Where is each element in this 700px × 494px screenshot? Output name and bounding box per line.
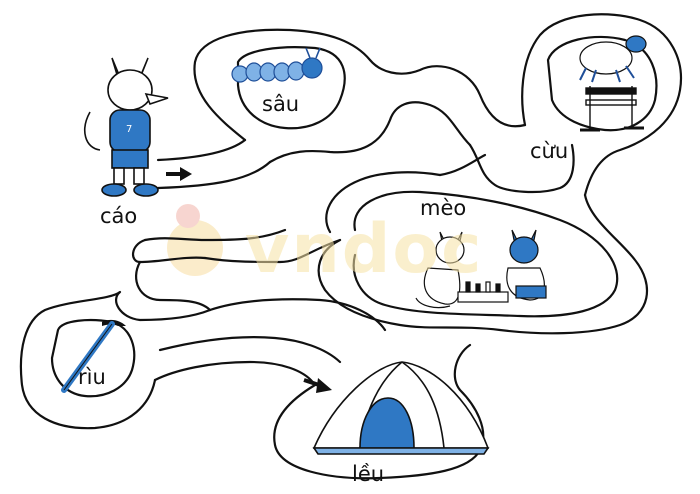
label-tent: lều <box>352 462 385 486</box>
label-ice-axe: rìu <box>78 365 106 389</box>
label-sheep: cừu <box>530 139 569 163</box>
fox-icon: 7 <box>84 57 169 197</box>
label-fox: cáo <box>100 204 138 228</box>
sheep-icon <box>579 35 647 83</box>
arrow-right-icon <box>166 167 192 181</box>
tent-icon <box>312 361 490 455</box>
caterpillar-icon <box>231 47 323 83</box>
arrow-right-icon <box>303 378 332 393</box>
cats-chess-icon <box>415 229 547 309</box>
svg-text:7: 7 <box>126 124 132 135</box>
watermark-logo <box>167 204 223 276</box>
label-cats: mèo <box>420 196 467 220</box>
ice-axe-icon <box>61 319 126 393</box>
maze-walls <box>19 13 683 480</box>
label-caterpillar: sâu <box>262 92 300 116</box>
watermark-text: vndoc <box>245 210 484 289</box>
hurdle-icon <box>580 86 644 132</box>
